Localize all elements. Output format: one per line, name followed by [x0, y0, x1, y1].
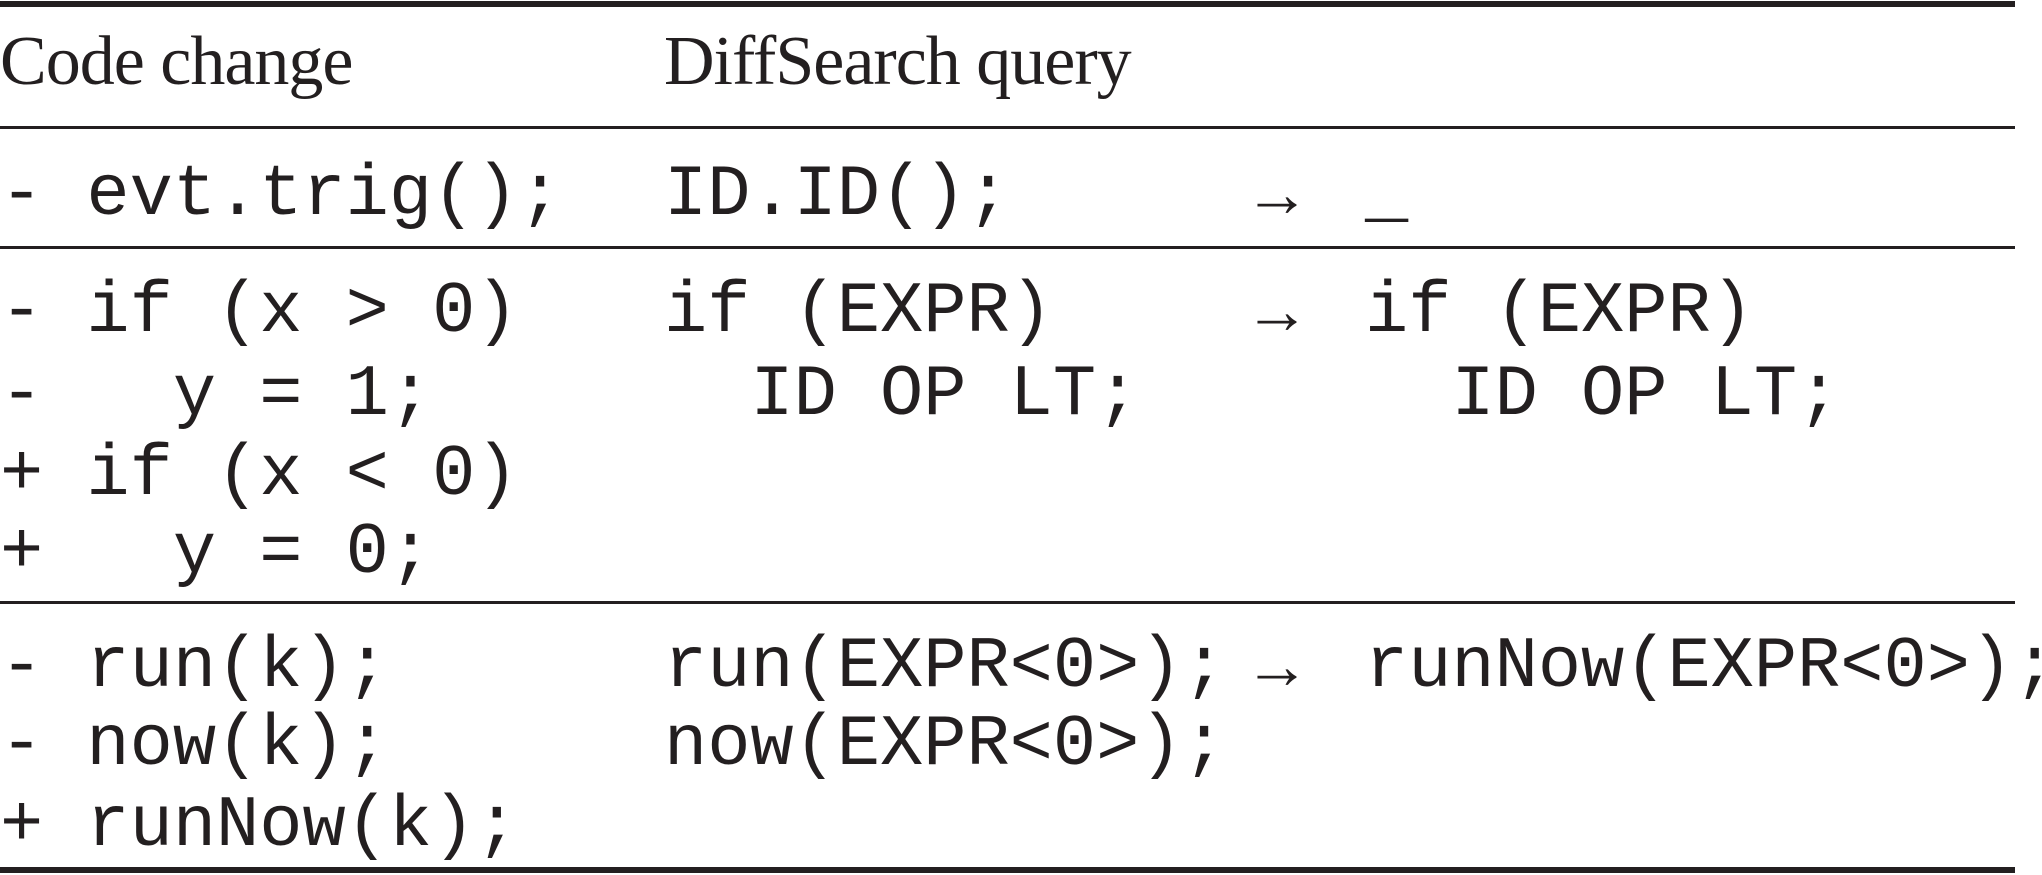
bottom-rule — [0, 867, 2015, 873]
row-rule — [0, 246, 2015, 249]
result-line: if (EXPR) — [1365, 271, 1754, 353]
code-line: - run(k); — [0, 626, 389, 708]
header-rule — [0, 126, 2015, 129]
query-line: now(EXPR<0>); — [664, 704, 1226, 786]
arrow: → — [1244, 630, 1310, 703]
row-rule — [0, 601, 2015, 604]
arrow: → — [1244, 275, 1310, 348]
query-line: ID OP LT; — [664, 354, 1140, 436]
code-line: + y = 0; — [0, 512, 433, 594]
code-line: - y = 1; — [0, 354, 433, 436]
result-line: runNow(EXPR<0>); — [1365, 626, 2042, 708]
code-line: + if (x < 0) — [0, 434, 519, 516]
header-code-change: Code change — [0, 23, 353, 100]
top-rule — [0, 1, 2015, 7]
query-line: ID.ID(); — [664, 154, 1010, 236]
code-line: - evt.trig(); — [0, 154, 562, 236]
result-line: ID OP LT; — [1365, 354, 1841, 436]
code-line: + runNow(k); — [0, 785, 519, 867]
header-diffsearch-query: DiffSearch query — [664, 23, 1132, 100]
result-line: _ — [1365, 154, 1409, 236]
arrow: → — [1244, 158, 1310, 231]
code-line: - if (x > 0) — [0, 271, 519, 353]
query-line: run(EXPR<0>); — [664, 626, 1226, 708]
query-line: if (EXPR) — [664, 271, 1053, 353]
code-line: - now(k); — [0, 704, 389, 786]
